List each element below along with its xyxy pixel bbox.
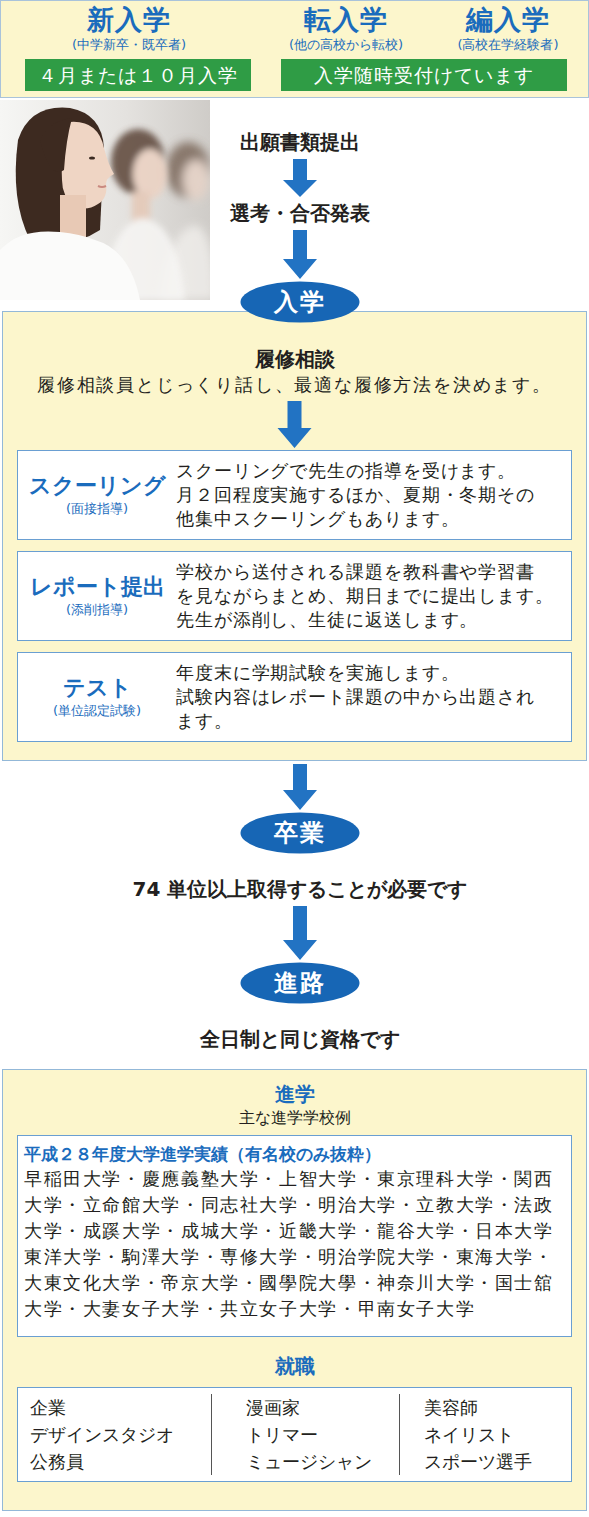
card-heading: テスト xyxy=(18,674,176,702)
card-heading: レポート提出 xyxy=(18,573,176,601)
flow-arrow xyxy=(283,764,317,810)
oval-holder: 進路 xyxy=(240,962,360,1004)
job-cell: 美容師 xyxy=(424,1394,571,1421)
job-cell: トリマー xyxy=(246,1421,399,1448)
card-subheading: (添削指導) xyxy=(18,601,176,619)
entry-column: 転入学(他の高校から転校) xyxy=(271,4,421,53)
card-body-column: 学校から送付される課題を教科書や学習書 を見ながらまとめ、期日までに提出します。… xyxy=(176,560,567,632)
card-description: 先生が添削し、生徒に返送します。 xyxy=(176,608,557,632)
stage-note: 74 単位以上取得することが必要です xyxy=(100,875,500,903)
section-heading: 就職 xyxy=(17,1353,572,1379)
section-note: 主な進学学校例 xyxy=(17,1107,572,1129)
oval-holder: 卒業 xyxy=(240,812,360,854)
job-table: 企業デザインスタジオ公務員漫画家トリマーミュージシャン美容師ネイリストスポーツ選… xyxy=(17,1387,572,1482)
study-panel: 履修相談履修相談員とじっくり話し、最適な履修方法を決めます。スクーリング(面接指… xyxy=(2,311,587,761)
study-card: レポート提出(添削指導)学校から送付される課題を教科書や学習書 を見ながらまとめ… xyxy=(17,551,572,641)
stage-oval: 入学 xyxy=(240,281,360,323)
entry-note: (中学新卒・既卒者) xyxy=(29,36,229,53)
card-stack: スクーリング(面接指導)スクーリングで先生の指導を受けます。月２回程度実施するほ… xyxy=(17,450,572,742)
card-heading: スクーリング xyxy=(18,472,176,500)
card-body-column: スクーリングで先生の指導を受けます。月２回程度実施するほか、夏期・冬期その 他集… xyxy=(176,459,567,531)
list-heading: 平成２８年度大学進学実績（有名校のみ抜粋） xyxy=(24,1142,567,1166)
card-title-column: レポート提出(添削指導) xyxy=(18,573,176,619)
study-card: テスト(単位認定試験)年度末に学期試験を実施します。試験内容はレポート課題の中か… xyxy=(17,652,572,742)
entry-badge: ４月または１０月入学 xyxy=(25,59,251,91)
card-subheading: (面接指導) xyxy=(18,500,176,518)
panel-heading: 履修相談 xyxy=(17,346,572,372)
badge-label: ４月または１０月入学 xyxy=(38,63,238,87)
card-description: スクーリングで先生の指導を受けます。 xyxy=(176,459,557,483)
step-label: 選考・合否発表 xyxy=(200,199,400,227)
badge-label: 入学随時受付けています xyxy=(314,63,534,87)
entry-note: (高校在学経験者) xyxy=(433,36,583,53)
entry-type: 新入学 xyxy=(29,4,229,36)
career-panel: 進学主な進学学校例平成２８年度大学進学実績（有名校のみ抜粋）早稲田大学・慶應義塾… xyxy=(2,1069,587,1511)
section-heading: 進学 xyxy=(17,1081,572,1107)
stage-label: 卒業 xyxy=(274,818,326,848)
entry-note: (他の高校から転校) xyxy=(271,36,421,53)
job-cell: デザインスタジオ xyxy=(30,1421,211,1448)
oval-fill xyxy=(241,963,360,1004)
card-description: 年度末に学期試験を実施します。 xyxy=(176,661,557,685)
stage-oval: 進路全日制と同じ資格です xyxy=(150,962,450,1053)
photo-illustration xyxy=(0,100,210,300)
job-cell: ミュージシャン xyxy=(246,1448,399,1475)
card-description: 学校から送付される課題を教科書や学習書 を見ながらまとめ、期日までに提出します。 xyxy=(176,560,557,608)
study-slot: 平成２８年度大学進学実績（有名校のみ抜粋）早稲田大学・慶應義塾大学・上智大学・東… xyxy=(17,1135,572,1337)
job-column: 美容師ネイリストスポーツ選手 xyxy=(399,1394,571,1475)
oval-fill xyxy=(241,282,360,323)
job-column: 漫画家トリマーミュージシャン xyxy=(211,1394,399,1475)
card-subheading: (単位認定試験) xyxy=(18,702,176,720)
stage-oval: 卒業 74 単位以上取得することが必要です xyxy=(100,812,500,903)
flow-step: 出願書類提出 xyxy=(200,128,400,156)
entry-type: 編入学 xyxy=(433,4,583,36)
university-list: 早稲田大学・慶應義塾大学・上智大学・東京理科大学・関西 大学・立命館大学・同志社… xyxy=(24,1166,560,1322)
panel-note: 履修相談員とじっくり話し、最適な履修方法を決めます。 xyxy=(17,372,572,398)
entry-band: 新入学(中学新卒・既卒者)転入学(他の高校から転校)編入学(高校在学経験者)４月… xyxy=(0,0,589,98)
oval-fill xyxy=(241,813,360,854)
card-description: 試験内容はレポート課題の中から出題され ます。 xyxy=(176,685,557,733)
step-label: 出願書類提出 xyxy=(200,128,400,156)
entry-type: 転入学 xyxy=(271,4,421,36)
entry-column: 新入学(中学新卒・既卒者) xyxy=(29,4,229,53)
stage-label: 入学 xyxy=(274,287,326,317)
job-slot: 企業デザインスタジオ公務員漫画家トリマーミュージシャン美容師ネイリストスポーツ選… xyxy=(17,1387,572,1482)
arrow-gap xyxy=(17,398,572,450)
flow-arrow xyxy=(283,159,317,197)
job-cell: ネイリスト xyxy=(424,1421,571,1448)
entry-badge: 入学随時受付けています xyxy=(281,59,567,91)
job-cell: スポーツ選手 xyxy=(424,1448,571,1475)
card-body-column: 年度末に学期試験を実施します。試験内容はレポート課題の中から出題され ます。 xyxy=(176,661,567,733)
stage-label: 進路 xyxy=(274,968,326,998)
card-description: 月２回程度実施するほか、夏期・冬期その 他集中スクーリングもあります。 xyxy=(176,483,557,531)
card-title-column: スクーリング(面接指導) xyxy=(18,472,176,518)
job-cell: 企業 xyxy=(30,1394,211,1421)
entry-column: 編入学(高校在学経験者) xyxy=(433,4,583,53)
job-column: 企業デザインスタジオ公務員 xyxy=(18,1394,211,1475)
flow-arrow xyxy=(283,906,317,960)
card-title-column: テスト(単位認定試験) xyxy=(18,674,176,720)
job-cell: 公務員 xyxy=(30,1448,211,1475)
flow-arrow xyxy=(278,401,312,448)
university-list-box: 平成２８年度大学進学実績（有名校のみ抜粋）早稲田大学・慶應義塾大学・上智大学・東… xyxy=(17,1135,572,1337)
job-cell: 漫画家 xyxy=(246,1394,399,1421)
flow-step: 選考・合否発表 xyxy=(200,199,400,227)
stage-note: 全日制と同じ資格です xyxy=(150,1025,450,1053)
study-card: スクーリング(面接指導)スクーリングで先生の指導を受けます。月２回程度実施するほ… xyxy=(17,450,572,540)
flow-arrow xyxy=(283,230,317,279)
